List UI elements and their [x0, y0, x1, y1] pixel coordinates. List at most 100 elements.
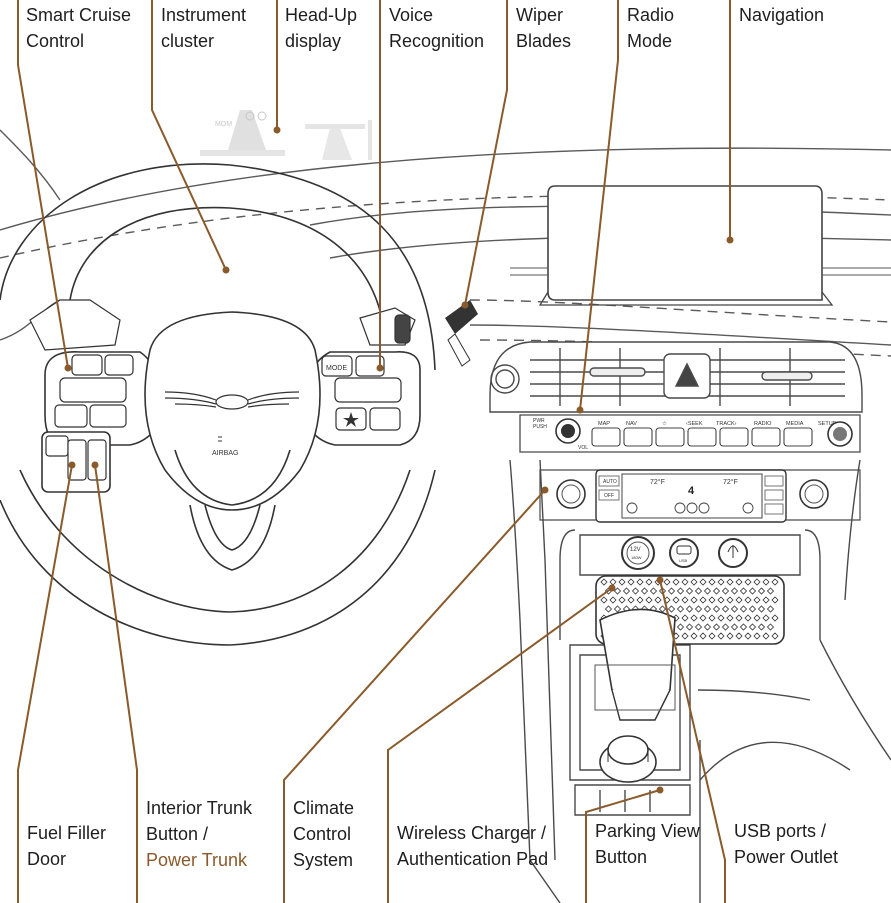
pad-diamond [771, 614, 779, 622]
label-line: Power Outlet [734, 847, 839, 867]
pad-diamond [690, 578, 698, 586]
label-line: Smart Cruise [26, 5, 132, 25]
pad-diamond [735, 578, 743, 586]
pad-diamond [703, 605, 712, 613]
pad-diamond [681, 632, 689, 640]
pad-diamond [694, 587, 703, 595]
pad-diamond [676, 587, 685, 595]
pad-diamond [676, 623, 685, 631]
auto-label: AUTO [603, 479, 617, 485]
pad-diamond [708, 632, 716, 640]
pad-diamond [744, 596, 752, 604]
pad-diamond [685, 587, 694, 595]
pad-diamond [600, 596, 608, 604]
radio-button-label: RADIO [754, 421, 772, 427]
label-usb-ports: USB ports / Power Outlet [734, 818, 838, 870]
label-line: Authentication Pad [397, 849, 549, 869]
pad-diamond [735, 632, 743, 640]
pad-diamond [609, 596, 617, 604]
pad-diamond [744, 614, 752, 622]
pad-diamond [645, 596, 653, 604]
outlet-label: 12V [630, 547, 641, 553]
pad-diamond [685, 623, 694, 631]
pad-diamond [748, 623, 757, 631]
radio-button-label: MAP [598, 421, 610, 427]
label-line: Button / [146, 824, 209, 844]
pad-diamond [739, 587, 748, 595]
pad-diamond [690, 614, 698, 622]
label-smart-cruise-control: Smart Cruise Control [26, 2, 131, 54]
pad-diamond [717, 614, 725, 622]
pad-diamond [771, 578, 779, 586]
pad-diamond [708, 614, 716, 622]
airbag-label: AIRBAG [212, 450, 238, 457]
pad-diamond [771, 632, 779, 640]
right-stalk [359, 307, 416, 346]
pad-diamond [694, 605, 703, 613]
pad-diamond [712, 587, 721, 595]
radio-button-label: MEDIA [786, 421, 804, 427]
pad-diamond [753, 596, 761, 604]
label-line: Control [26, 31, 85, 51]
pad-diamond [753, 578, 761, 586]
label-line: Mode [627, 31, 673, 51]
label-line: cluster [161, 31, 215, 51]
label-line: Wiper [516, 5, 564, 25]
vol-label: VOL [578, 445, 588, 451]
temp-left: 72°F [650, 478, 665, 486]
pad-diamond [699, 578, 707, 586]
pad-diamond [613, 605, 622, 613]
leader-wiper [464, 0, 508, 306]
pad-diamond [654, 596, 662, 604]
pad-diamond [708, 596, 716, 604]
pad-diamond [753, 632, 761, 640]
mode-label: MODE [326, 365, 347, 372]
head-up-display-projection: MOM [200, 110, 372, 160]
pad-diamond [712, 605, 721, 613]
pad-diamond [681, 578, 689, 586]
pad-diamond [762, 614, 770, 622]
label-line: System [293, 850, 354, 870]
pad-diamond [699, 632, 707, 640]
pad-diamond [640, 587, 649, 595]
label-line: Interior Trunk [146, 798, 253, 818]
pad-diamond [636, 596, 644, 604]
label-line: Fuel Filler [27, 823, 107, 843]
pad-diamond [766, 605, 775, 613]
pad-diamond [748, 605, 757, 613]
leader-trunk [94, 464, 138, 903]
label-wiper-blades: Wiper Blades [516, 2, 571, 54]
wiper-stalk [445, 300, 478, 367]
pad-diamond [762, 632, 770, 640]
radio-button-label: TRACK› [716, 421, 737, 427]
pad-diamond [672, 596, 680, 604]
left-wheel-buttons [45, 354, 134, 481]
pad-diamond [690, 596, 698, 604]
pad-diamond [739, 623, 748, 631]
pad-diamond [735, 614, 743, 622]
pad-diamond [631, 587, 640, 595]
pad-diamond [730, 623, 739, 631]
pad-diamond [748, 587, 757, 595]
label-instrument-cluster: Instrument cluster [161, 2, 246, 54]
leader-instrument-cluster [151, 0, 227, 271]
label-line: USB ports / [734, 821, 827, 841]
pad-diamond [721, 623, 730, 631]
pad-diamond [672, 578, 680, 586]
pad-diamond [757, 605, 766, 613]
pad-diamond [739, 605, 748, 613]
label-voice-recognition: Voice Recognition [389, 2, 484, 54]
pad-diamond [703, 623, 712, 631]
pad-diamond [717, 632, 725, 640]
pad-diamond [694, 623, 703, 631]
pad-diamond [735, 596, 743, 604]
pad-diamond [636, 578, 644, 586]
pad-diamond [721, 587, 730, 595]
label-line: Control [293, 824, 352, 844]
pad-diamond [726, 614, 734, 622]
fan-level: 4 [688, 485, 695, 497]
pad-diamond [762, 596, 770, 604]
